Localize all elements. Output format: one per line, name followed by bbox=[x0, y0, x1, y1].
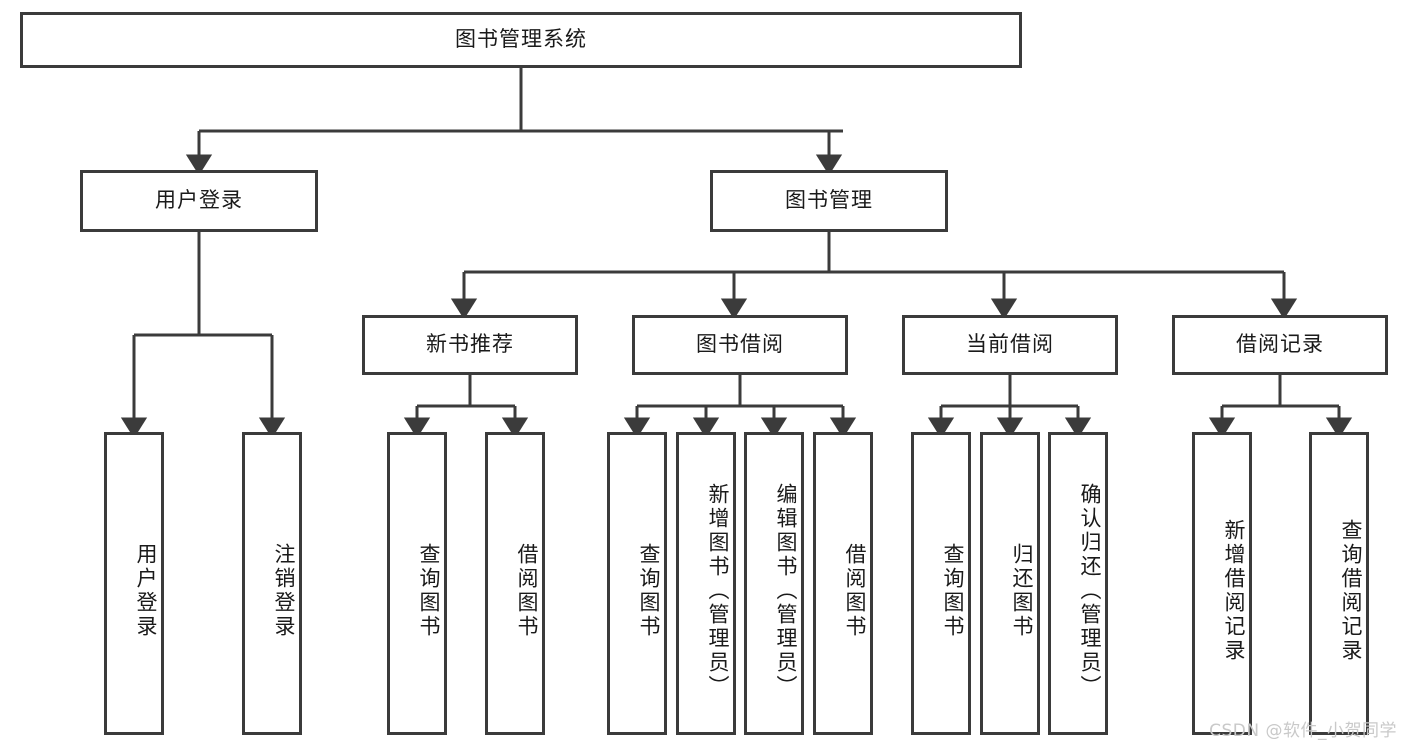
node-new-book-recommend[interactable]: 新书推荐 bbox=[362, 315, 578, 375]
node-label: 用户登录 bbox=[155, 188, 243, 213]
leaf-current-borrow-confirm-return-admin[interactable]: 确认归还（管理员） bbox=[1048, 432, 1108, 735]
node-label: 确认归还（管理员） bbox=[1078, 482, 1102, 699]
leaf-book-borrow-add-book-admin[interactable]: 新增图书（管理员） bbox=[676, 432, 736, 735]
node-current-borrow[interactable]: 当前借阅 bbox=[902, 315, 1118, 375]
leaf-user-login-logout[interactable]: 注销登录 bbox=[242, 432, 302, 735]
leaf-book-borrow-borrow-books[interactable]: 借阅图书 bbox=[813, 432, 873, 735]
node-label: 借阅图书 bbox=[843, 542, 867, 639]
leaf-current-borrow-return-books[interactable]: 归还图书 bbox=[980, 432, 1040, 735]
leaf-borrow-record-query-record[interactable]: 查询借阅记录 bbox=[1309, 432, 1369, 735]
node-book-borrow[interactable]: 图书借阅 bbox=[632, 315, 848, 375]
node-book-management[interactable]: 图书管理 bbox=[710, 170, 948, 232]
node-label: 图书管理系统 bbox=[455, 27, 587, 52]
node-label: 新书推荐 bbox=[426, 332, 514, 357]
leaf-book-borrow-query-books[interactable]: 查询图书 bbox=[607, 432, 667, 735]
node-label: 注销登录 bbox=[272, 542, 296, 639]
leaf-book-borrow-edit-book-admin[interactable]: 编辑图书（管理员） bbox=[744, 432, 804, 735]
csdn-watermark: CSDN @软件_小贺同学 bbox=[1209, 721, 1397, 741]
leaf-borrow-record-add-record[interactable]: 新增借阅记录 bbox=[1192, 432, 1252, 735]
leaf-current-borrow-query-books[interactable]: 查询图书 bbox=[911, 432, 971, 735]
node-user-login[interactable]: 用户登录 bbox=[80, 170, 318, 232]
node-label: 编辑图书（管理员） bbox=[774, 482, 798, 699]
node-label: 当前借阅 bbox=[966, 332, 1054, 357]
node-label: 归还图书 bbox=[1010, 542, 1034, 639]
node-label: 借阅图书 bbox=[515, 542, 539, 639]
node-label: 新增借阅记录 bbox=[1222, 518, 1246, 663]
node-label: 查询图书 bbox=[941, 542, 965, 639]
node-label: 图书借阅 bbox=[696, 332, 784, 357]
node-root-library-management-system[interactable]: 图书管理系统 bbox=[20, 12, 1022, 68]
leaf-user-login-login[interactable]: 用户登录 bbox=[104, 432, 164, 735]
node-label: 借阅记录 bbox=[1236, 332, 1324, 357]
leaf-new-book-borrow-books[interactable]: 借阅图书 bbox=[485, 432, 545, 735]
node-label: 查询图书 bbox=[637, 542, 661, 639]
leaf-new-book-query-books[interactable]: 查询图书 bbox=[387, 432, 447, 735]
node-label: 用户登录 bbox=[134, 542, 158, 639]
node-label: 新增图书（管理员） bbox=[706, 482, 730, 699]
node-label: 图书管理 bbox=[785, 188, 873, 213]
node-label: 查询图书 bbox=[417, 542, 441, 639]
node-label: 查询借阅记录 bbox=[1339, 518, 1363, 663]
node-borrow-record[interactable]: 借阅记录 bbox=[1172, 315, 1388, 375]
